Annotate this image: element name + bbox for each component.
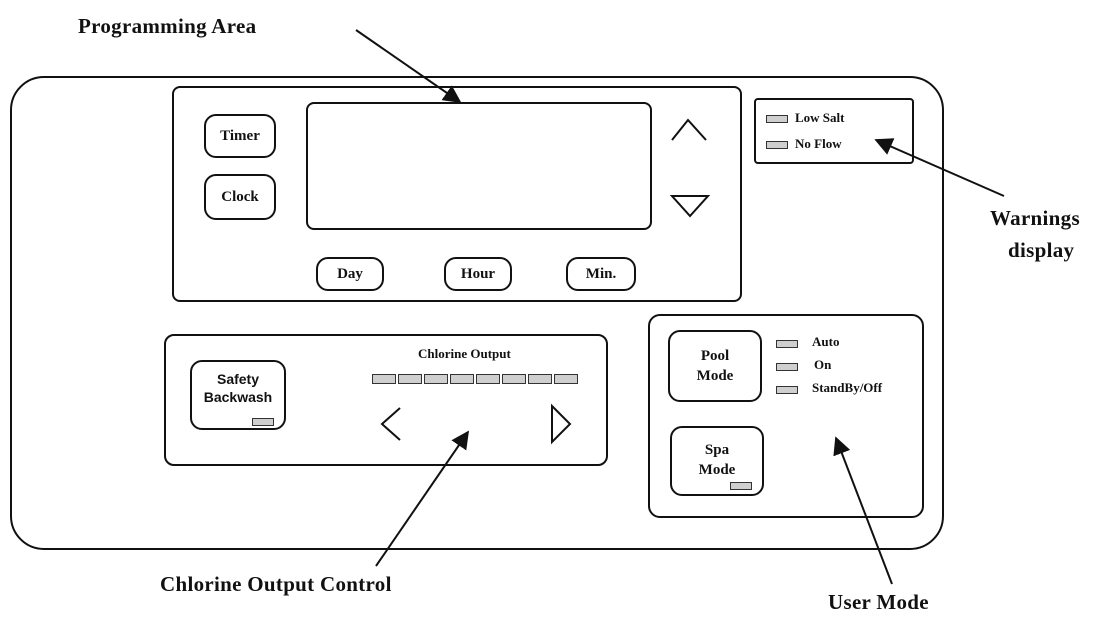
- on-indicator: [776, 363, 798, 371]
- left-arrow-icon[interactable]: [380, 407, 401, 441]
- user-mode-callout: User Mode: [828, 590, 929, 614]
- low-salt-label: Low Salt: [795, 110, 845, 125]
- warnings-display-callout-line2: display: [1008, 238, 1075, 262]
- low-salt-indicator: [766, 115, 788, 123]
- clock-button[interactable]: Clock: [204, 174, 276, 220]
- chlorine-output-segment: [450, 374, 474, 384]
- up-arrow-icon[interactable]: [671, 118, 707, 141]
- chlorine-output-control-pointer: [375, 430, 470, 567]
- programming-area-callout: Programming Area: [78, 14, 257, 38]
- no-flow-label: No Flow: [795, 136, 842, 151]
- hour-button[interactable]: Hour: [444, 257, 512, 291]
- down-arrow-icon[interactable]: [669, 195, 711, 218]
- safety-backwash-indicator: [252, 418, 274, 426]
- on-label: On: [814, 357, 832, 372]
- display-screen: [306, 102, 652, 230]
- spa-mode-indicator: [730, 482, 752, 490]
- chlorine-output-segment: [372, 374, 396, 384]
- auto-label: Auto: [812, 334, 840, 349]
- no-flow-indicator: [766, 141, 788, 149]
- chlorine-output-segment: [476, 374, 500, 384]
- chlorine-output-control-callout: Chlorine Output Control: [160, 572, 392, 596]
- safety-backwash-label-line1: Safety: [216, 371, 260, 387]
- day-button[interactable]: Day: [316, 257, 384, 291]
- chlorine-output-segment: [554, 374, 578, 384]
- pool-mode-button[interactable]: Pool Mode: [668, 330, 762, 402]
- right-arrow-icon[interactable]: [551, 403, 572, 445]
- user-mode-pointer: [833, 436, 893, 585]
- chlorine-output-segment: [424, 374, 448, 384]
- programming-area-pointer: [355, 29, 462, 104]
- standby-off-indicator: [776, 386, 798, 394]
- min-button[interactable]: Min.: [566, 257, 636, 291]
- auto-indicator: [776, 340, 798, 348]
- spa-mode-label-line1: Spa: [704, 442, 730, 458]
- chlorine-output-segment: [502, 374, 526, 384]
- timer-button[interactable]: Timer: [204, 114, 276, 158]
- pool-mode-label-line2: Mode: [696, 368, 734, 384]
- spa-mode-label-line2: Mode: [698, 462, 736, 478]
- chlorine-output-segment: [398, 374, 422, 384]
- chlorine-output-bar: [372, 374, 580, 386]
- safety-backwash-label-line2: Backwash: [203, 389, 273, 405]
- warnings-display-callout-line1: Warnings: [990, 206, 1080, 230]
- chlorine-output-segment: [528, 374, 552, 384]
- warnings-display-pointer: [874, 138, 1005, 197]
- warnings-panel: [754, 98, 914, 164]
- standby-off-label: StandBy/Off: [812, 380, 883, 395]
- pool-mode-label-line1: Pool: [700, 348, 730, 364]
- chlorine-output-title: Chlorine Output: [418, 346, 511, 361]
